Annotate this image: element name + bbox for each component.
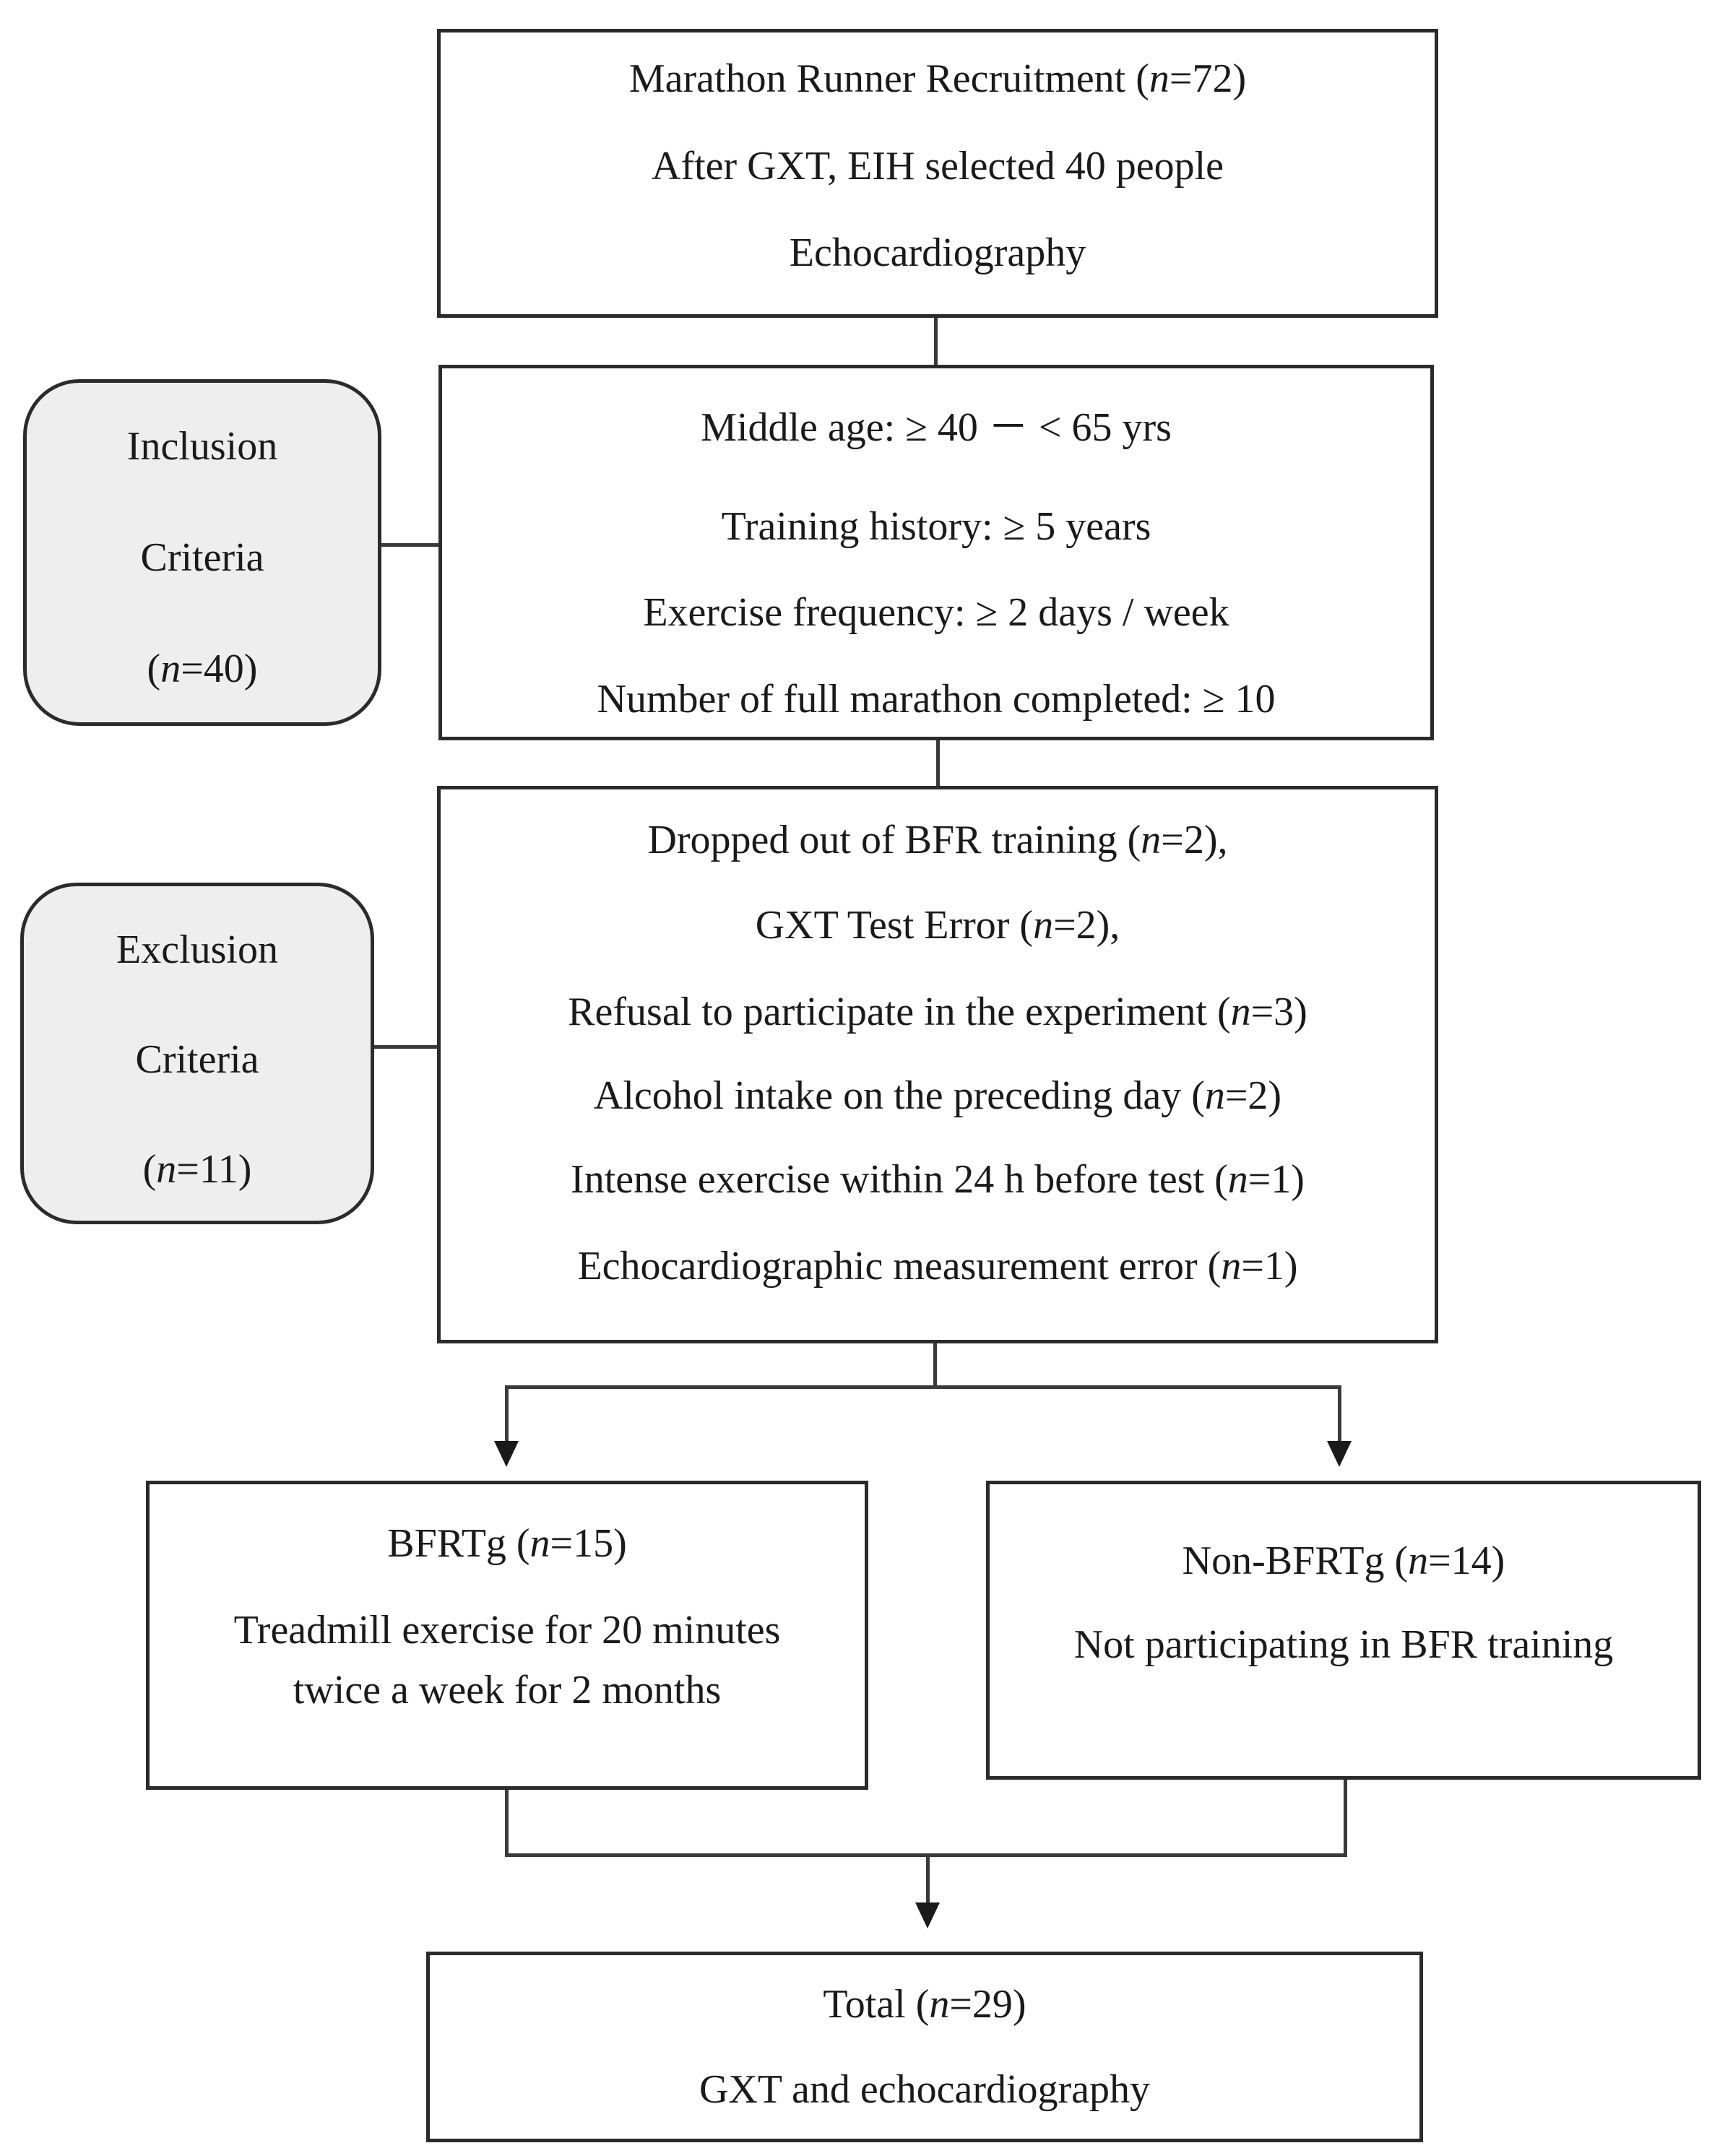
bfrtg-line-2: Treadmill exercise for 20 minutes bbox=[233, 1608, 781, 1653]
total-title: Total (n=29) bbox=[823, 1982, 1026, 2027]
exclusion-criterion-gxt-error: GXT Test Error (n=2), bbox=[755, 903, 1120, 948]
connector-inclusion-side bbox=[379, 543, 441, 547]
inclusion-criteria-box: Middle age: ≥ 40 － < 65 yrs Training his… bbox=[438, 365, 1434, 740]
inclusion-label-line-2: Criteria bbox=[140, 535, 264, 580]
recruitment-line-2: After GXT, EIH selected 40 people bbox=[652, 144, 1224, 189]
connector-split-horizontal bbox=[505, 1385, 1341, 1389]
exclusion-criterion-intense-exercise: Intense exercise within 24 h before test… bbox=[571, 1157, 1305, 1202]
bfrtg-line-3: twice a week for 2 months bbox=[293, 1668, 722, 1713]
inclusion-criterion-marathons: Number of full marathon completed: ≥ 10 bbox=[597, 677, 1276, 722]
recruitment-line-3: Echocardiography bbox=[789, 230, 1086, 275]
exclusion-criterion-refusal: Refusal to participate in the experiment… bbox=[568, 990, 1307, 1034]
connector-exclusion-split bbox=[933, 1342, 937, 1387]
exclusion-criteria-label-box: Exclusion Criteria (n=11) bbox=[20, 883, 374, 1224]
exclusion-label-line-1: Exclusion bbox=[116, 927, 278, 972]
recruitment-box: Marathon Runner Recruitment (n=72) After… bbox=[437, 29, 1438, 318]
inclusion-criterion-age: Middle age: ≥ 40 － < 65 yrs bbox=[701, 405, 1172, 450]
connector-non-bfrtg-down bbox=[1344, 1777, 1347, 1856]
connector-bfrtg-down bbox=[505, 1788, 509, 1856]
connector-split-left-drop bbox=[505, 1385, 509, 1445]
connector-merge-down bbox=[926, 1853, 930, 1905]
connector-split-right-drop bbox=[1338, 1385, 1341, 1445]
exclusion-label-line-2: Criteria bbox=[135, 1037, 259, 1082]
inclusion-criterion-frequency: Exercise frequency: ≥ 2 days / week bbox=[643, 590, 1229, 635]
total-line-2: GXT and echocardiography bbox=[699, 2067, 1151, 2112]
non-bfrtg-box: Non-BFRTg (n=14) Not participating in BF… bbox=[986, 1481, 1701, 1780]
exclusion-label-line-3: (n=11) bbox=[142, 1147, 252, 1192]
recruitment-line-1: Marathon Runner Recruitment (n=72) bbox=[629, 59, 1246, 99]
exclusion-criterion-alcohol: Alcohol intake on the preceding day (n=2… bbox=[593, 1073, 1282, 1118]
inclusion-criterion-training-history: Training history: ≥ 5 years bbox=[721, 504, 1151, 549]
non-bfrtg-line-2: Not participating in BFR training bbox=[1073, 1622, 1614, 1667]
arrow-to-bfrtg bbox=[494, 1441, 519, 1467]
non-bfrtg-title: Non-BFRTg (n=14) bbox=[1182, 1538, 1505, 1583]
inclusion-label-line-3: (n=40) bbox=[147, 646, 258, 691]
bfrtg-box: BFRTg (n=15) Treadmill exercise for 20 m… bbox=[146, 1481, 868, 1790]
connector-inclusion-exclusion bbox=[936, 738, 940, 787]
connector-recruit-inclusion bbox=[934, 316, 938, 367]
recruitment-line-1-text: Marathon Runner Recruitment (n=72) bbox=[628, 56, 1247, 101]
inclusion-label-line-1: Inclusion bbox=[126, 424, 278, 469]
exclusion-criterion-echo-error: Echocardiographic measurement error (n=1… bbox=[577, 1244, 1298, 1289]
arrow-to-total bbox=[915, 1902, 940, 1928]
total-box: Total (n=29) GXT and echocardiography bbox=[426, 1952, 1423, 2142]
connector-exclusion-side bbox=[373, 1045, 439, 1049]
arrow-to-non-bfrtg bbox=[1327, 1441, 1352, 1467]
bfrtg-title: BFRTg (n=15) bbox=[387, 1521, 627, 1566]
inclusion-criteria-label-box: Inclusion Criteria (n=40) bbox=[23, 379, 381, 726]
exclusion-criterion-dropout: Dropped out of BFR training (n=2), bbox=[647, 818, 1228, 862]
exclusion-criteria-box: Dropped out of BFR training (n=2), GXT T… bbox=[437, 786, 1438, 1343]
